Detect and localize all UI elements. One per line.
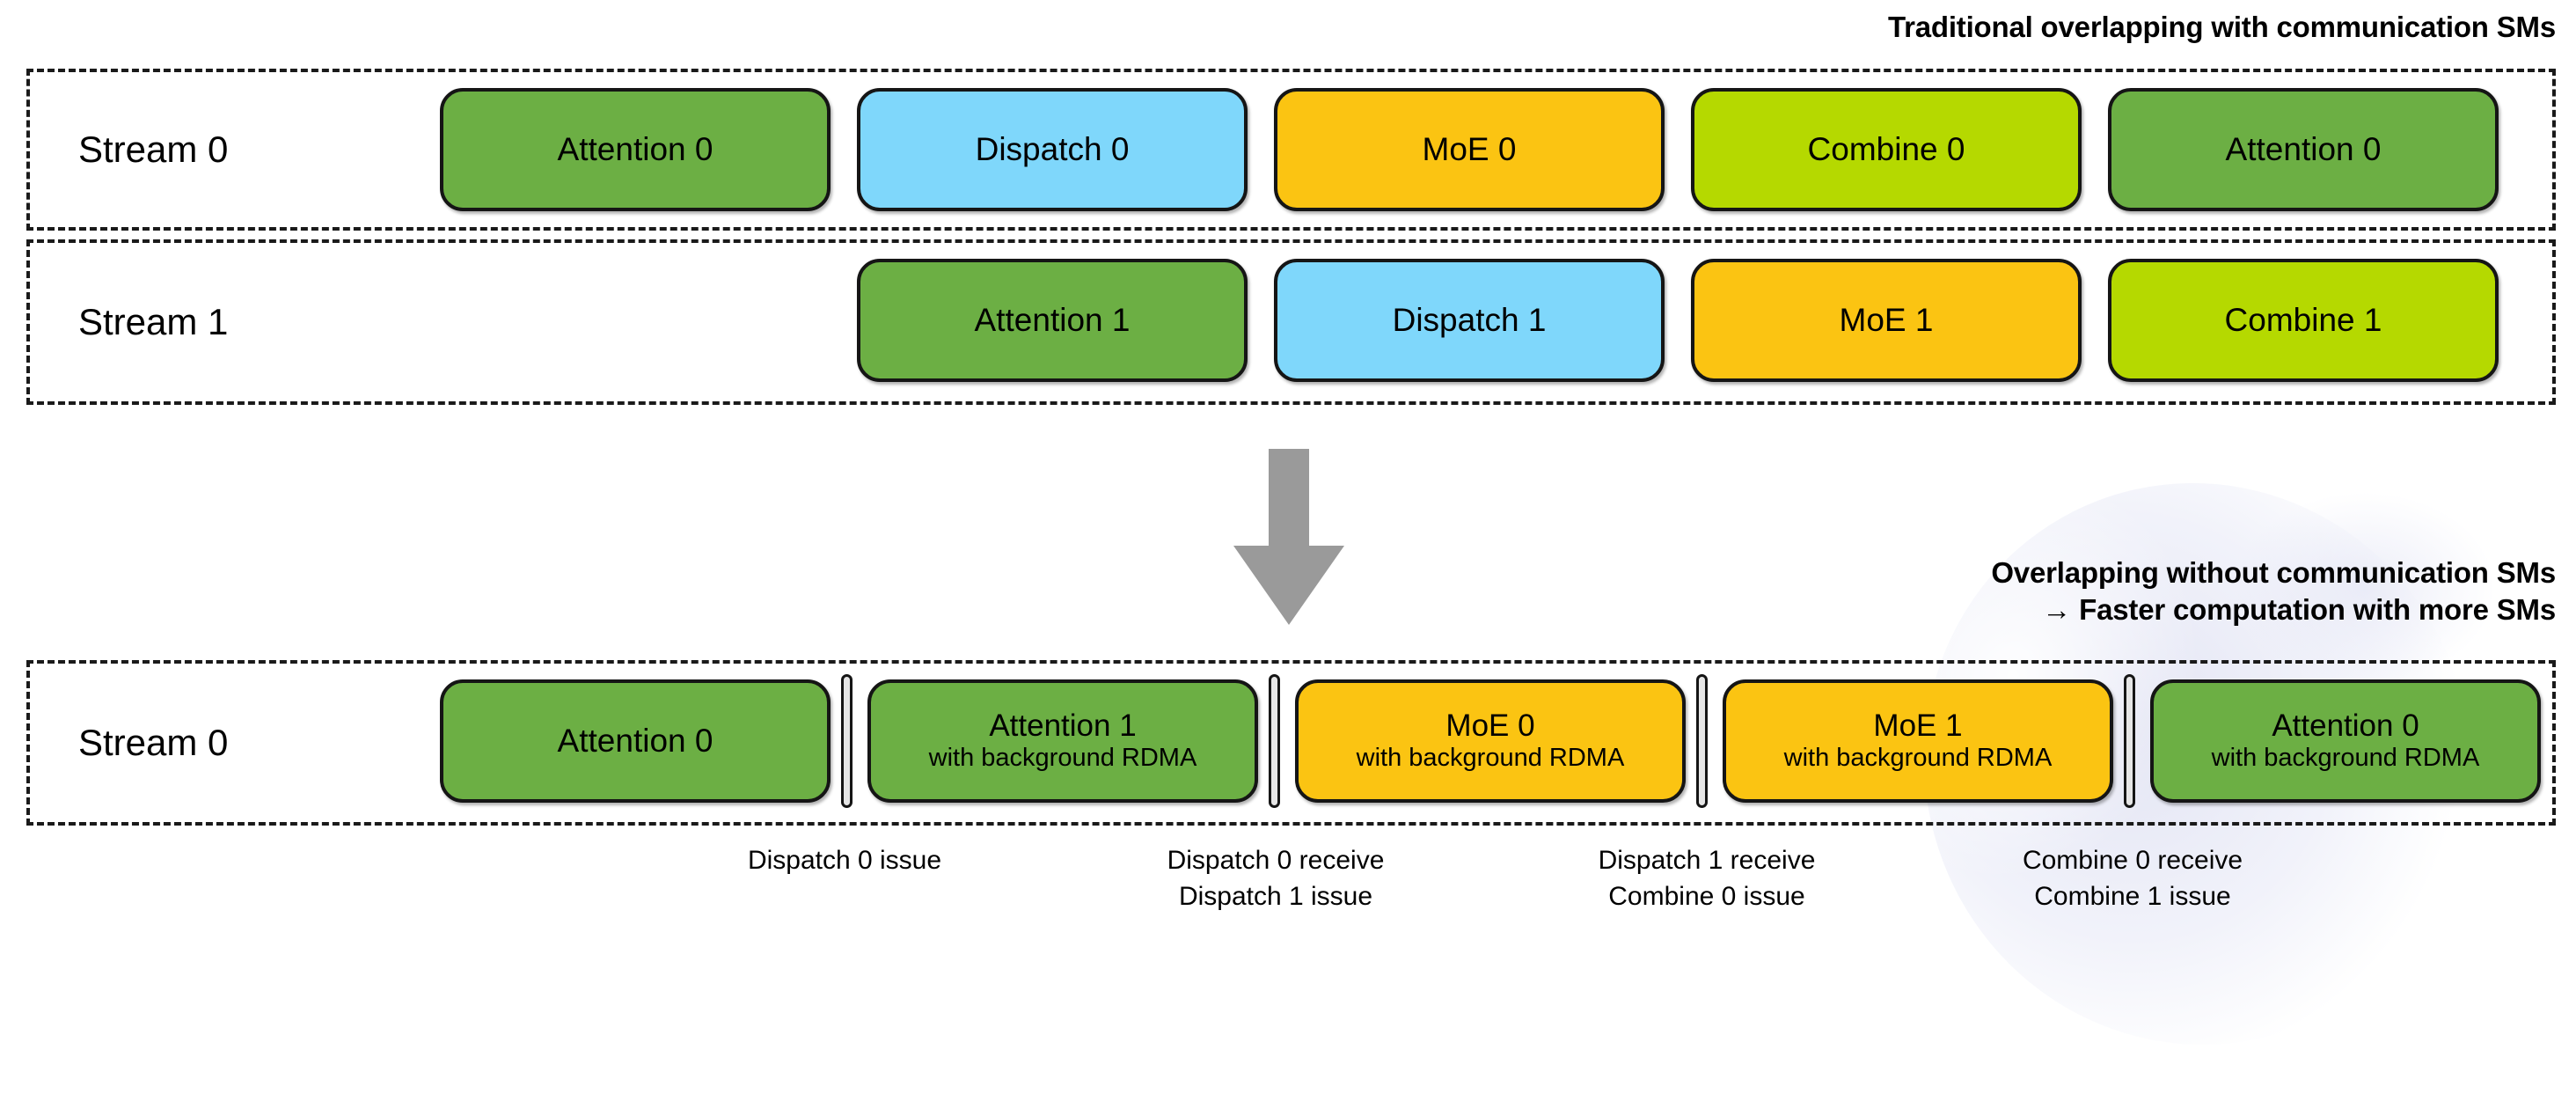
block-separator-3 (1696, 674, 1708, 808)
footnote-2: Dispatch 0 receive Dispatch 1 issue (1167, 846, 1385, 911)
block-combine-1-1-3: Combine 1 (2108, 259, 2499, 382)
block-moe-1-1-2: MoE 1 (1691, 259, 2082, 382)
block-attention-0-0-4: Attention 0 (2108, 88, 2499, 211)
top-section-title: Traditional overlapping with communicati… (1887, 11, 2556, 43)
footnote-1: Dispatch 0 issue (747, 846, 942, 875)
block-subtitle: with background RDMA (1356, 744, 1625, 773)
lane-stream0-track: Attention 0 Dispatch 0 MoE 0 Combine 0 Atten… (30, 72, 2552, 227)
block-title: Combine 1 (2224, 302, 2382, 339)
block-subtitle: with background RDMA (1783, 744, 2053, 773)
block-separator-2 (1269, 674, 1280, 808)
block-title: Attention 0 (557, 723, 714, 760)
block-title: Attention 0 (2272, 709, 2419, 744)
block-title: Dispatch 1 (1392, 302, 1547, 339)
diagram-stage: Traditional overlapping with communicati… (26, 11, 2556, 911)
block-title: Attention 1 (989, 709, 1137, 744)
lane-stream1-label: Stream 1 (78, 301, 229, 342)
block-title: MoE 1 (1873, 709, 1963, 744)
lane-stream0-optimized-label: Stream 0 (78, 722, 229, 763)
block-title: MoE 1 (1839, 302, 1934, 339)
lane-stream1-track: Attention 1 Dispatch 1 MoE 1 Combine 1 (30, 243, 2552, 401)
footnote-3: Dispatch 1 receive Combine 0 issue (1598, 846, 1816, 911)
block-title: MoE 0 (1422, 131, 1517, 168)
block-attention-1-1-0: Attention 1 (857, 259, 1248, 382)
block-subtitle: with background RDMA (928, 744, 1197, 773)
block-attention-0-2-0: Attention 0 (440, 679, 831, 803)
bottom-section-title: Overlapping without communication SMs → … (1991, 556, 2556, 627)
down-arrow-icon (1233, 449, 1344, 625)
block-title: Combine 0 (1807, 131, 1965, 168)
block-title: Attention 0 (2225, 131, 2382, 168)
block-separator-4 (2124, 674, 2135, 808)
lane-stream0-label: Stream 0 (78, 128, 229, 170)
block-dispatch-1-1-1: Dispatch 1 (1274, 259, 1665, 382)
footnote-4: Combine 0 receive Combine 1 issue (2022, 846, 2243, 911)
block-title: Dispatch 0 (975, 131, 1130, 168)
block-title: Attention 1 (974, 302, 1131, 339)
block-combine-0-0-3: Combine 0 (1691, 88, 2082, 211)
block-attention-0-0-0: Attention 0 (440, 88, 831, 211)
lane-stream1: Stream 1 Attention 1 Dispatch 1 MoE 1 Combi… (26, 239, 2556, 405)
lane-stream0: Stream 0 Attention 0 Dispatch 0 MoE 0 Combi… (26, 69, 2556, 231)
block-title: Attention 0 (557, 131, 714, 168)
block-subtitle: with background RDMA (2211, 744, 2480, 773)
block-title: MoE 0 (1445, 709, 1535, 744)
block-dispatch-0-0-1: Dispatch 0 (857, 88, 1248, 211)
block-separator-1 (841, 674, 853, 808)
block-moe-0-0-2: MoE 0 (1274, 88, 1665, 211)
